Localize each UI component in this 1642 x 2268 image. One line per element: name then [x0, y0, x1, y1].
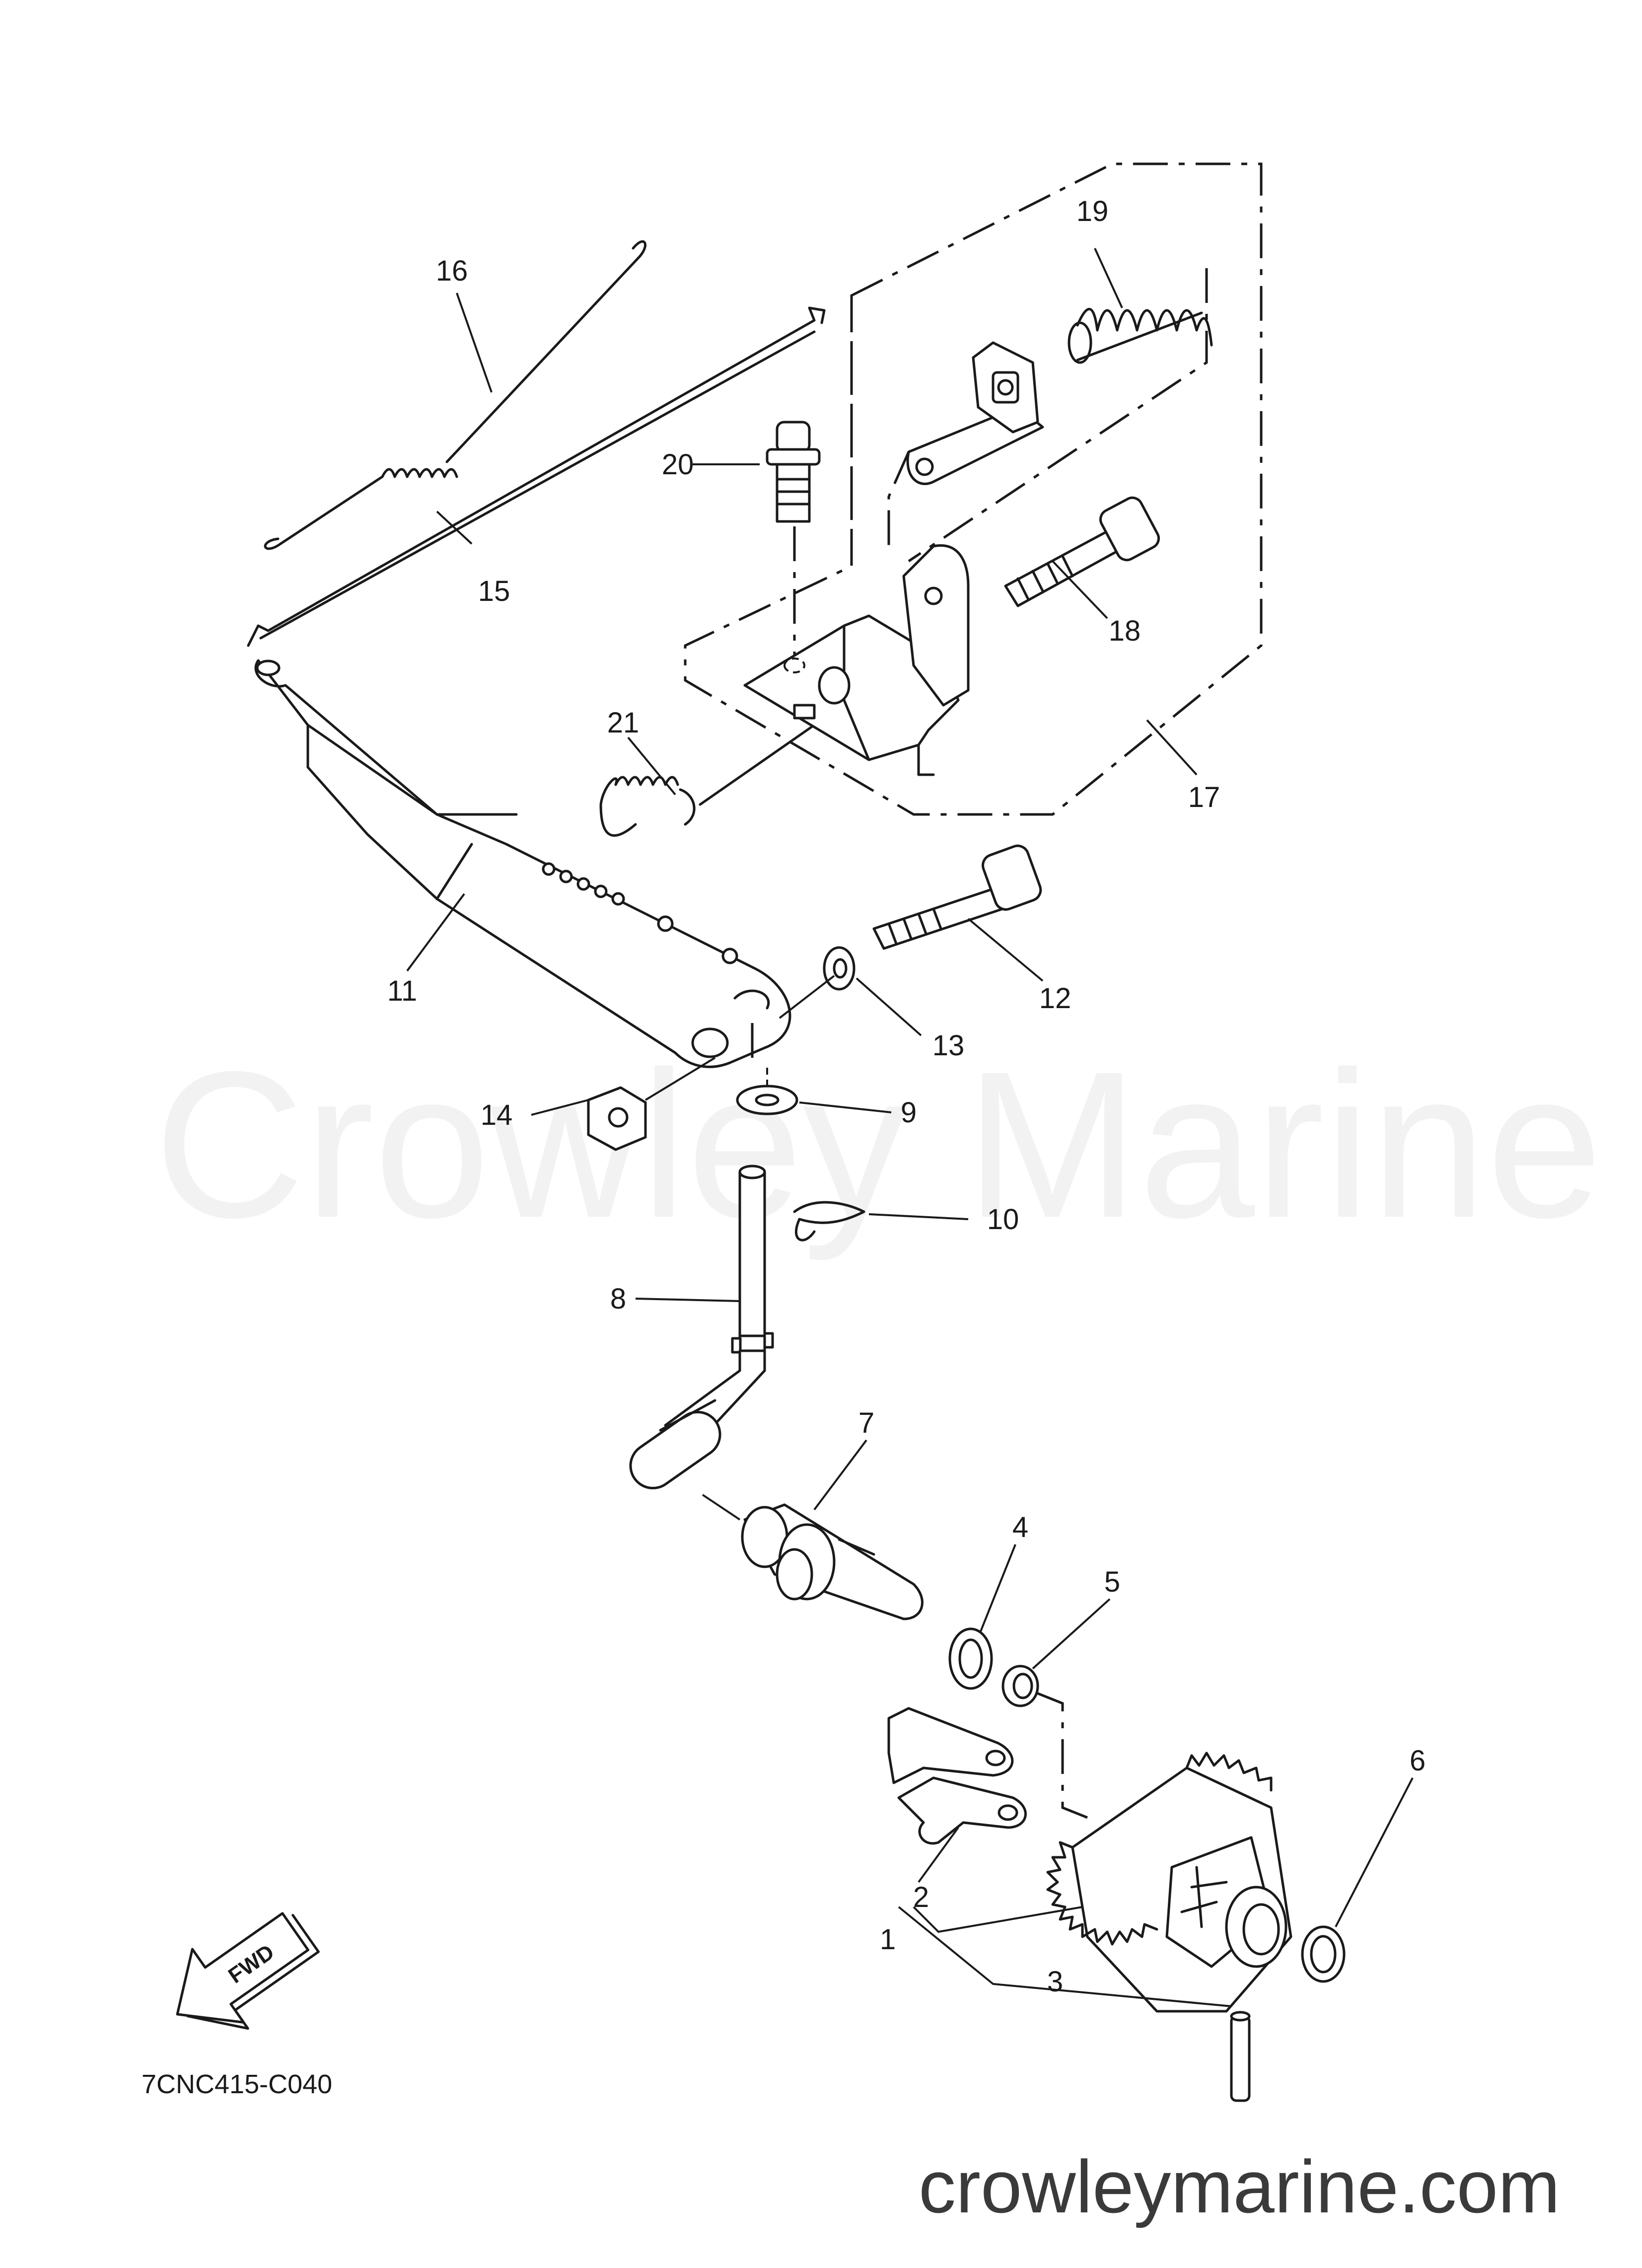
part-washer-6	[1301, 1925, 1346, 1983]
alignment-line-bracket	[887, 451, 910, 546]
callout-10: 10	[987, 1203, 1019, 1236]
site-url: crowleymarine.com	[919, 2145, 1560, 2228]
leader-lines	[406, 248, 1414, 2007]
callout-1: 1	[880, 1923, 896, 1956]
part-code: 7CNC415-C040	[142, 2069, 332, 2099]
part-nut-14	[587, 1086, 647, 1151]
part-spring-21	[599, 724, 816, 837]
part-washer-4	[948, 1627, 993, 1690]
part-rod-15	[247, 306, 826, 647]
callout-13: 13	[932, 1029, 965, 1062]
callout-8: 8	[610, 1283, 626, 1315]
callout-5: 5	[1104, 1566, 1120, 1598]
callout-19: 19	[1076, 195, 1109, 227]
callout-15: 15	[478, 575, 510, 607]
callout-12: 12	[1039, 982, 1071, 1015]
callout-20: 20	[662, 448, 694, 481]
part-gear-1	[1046, 1752, 1292, 2013]
callout-14: 14	[481, 1099, 513, 1131]
callout-21: 21	[607, 707, 640, 739]
part-ring-5	[1001, 1665, 1039, 1707]
part-clip-10	[793, 1201, 865, 1242]
callout-7: 7	[858, 1407, 874, 1439]
part-lever-11	[254, 659, 791, 1068]
part-shaft-8	[629, 1165, 774, 1490]
part-spring-19	[1068, 307, 1213, 364]
callout-16: 16	[436, 255, 468, 287]
part-lever-2	[887, 1707, 1027, 1845]
alignment-line-ring	[1037, 1692, 1088, 1819]
part-shaft-7	[741, 1503, 924, 1620]
part-bracket-17	[743, 544, 970, 776]
part-bolt-12	[872, 844, 1042, 950]
callout-11: 11	[387, 975, 417, 1007]
part-washer-13	[823, 946, 856, 991]
callout-17: 17	[1188, 781, 1220, 813]
callout-labels: 1 2 3 4 5 6 7 8 9 10 11 12 13 14 15 16 1…	[387, 195, 1426, 1998]
callout-18: 18	[1109, 615, 1141, 647]
callout-2: 2	[913, 1881, 929, 1913]
assembly-17-outline	[684, 162, 1263, 816]
part-spring-16	[264, 240, 646, 550]
part-bracket-plate	[906, 341, 1044, 485]
callout-9: 9	[901, 1097, 917, 1129]
part-bolt-18	[1004, 496, 1160, 607]
part-bolt-20	[766, 421, 821, 523]
callout-4: 4	[1012, 1511, 1028, 1543]
fwd-arrow-icon: FWD	[176, 1912, 320, 2030]
callout-6: 6	[1410, 1745, 1426, 1777]
part-pin-3	[1230, 2011, 1251, 2102]
alignment-line-spring19	[908, 268, 1208, 563]
part-washer-9	[736, 1085, 798, 1115]
callout-3: 3	[1047, 1966, 1063, 1998]
watermark-text: Crowley Marine	[154, 1028, 1602, 1262]
